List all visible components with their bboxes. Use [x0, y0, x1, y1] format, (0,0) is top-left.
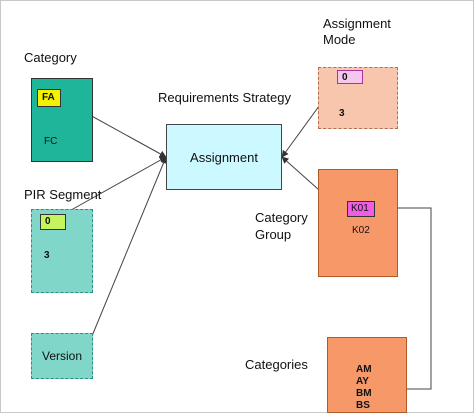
- pir-segment-box: 0 3: [31, 209, 93, 293]
- category-group-label-line2: Group: [255, 227, 292, 242]
- assignment-mode-tag: 0: [337, 70, 363, 84]
- categories-item-4: BS: [356, 400, 370, 411]
- categories-item-3: BM: [356, 388, 372, 399]
- categories-item-1: AM: [356, 364, 372, 375]
- pir-segment-value: 3: [44, 250, 50, 261]
- requirements-strategy-label: Requirements Strategy: [158, 90, 291, 105]
- assignment-box: Assignment: [166, 124, 282, 190]
- category-label: Category: [24, 50, 77, 65]
- connector-categories-group: [373, 204, 432, 390]
- version-text: Version: [41, 349, 83, 363]
- category-box: FA FC: [31, 78, 93, 162]
- category-tag: FA: [37, 89, 61, 107]
- categories-item-2: AY: [356, 376, 369, 387]
- categories-label: Categories: [245, 357, 308, 372]
- categories-box: AM AY BM BS: [327, 337, 407, 413]
- category-group-tag: K01: [347, 201, 375, 217]
- category-group-value: K02: [352, 225, 370, 236]
- category-value: FC: [44, 136, 58, 147]
- assignment-mode-value: 3: [339, 108, 345, 119]
- connector-version-assignment: [91, 156, 167, 337]
- category-group-label-line1: Category: [255, 210, 308, 225]
- connector-pir-assignment: [63, 156, 167, 215]
- version-box: Version: [31, 333, 93, 379]
- assignment-mode-box: 0 3: [318, 67, 398, 129]
- assignment-mode-label-line2: Mode: [323, 32, 356, 47]
- pir-segment-tag: 0: [40, 214, 66, 230]
- category-group-box: K01 K02: [318, 169, 398, 277]
- assignment-mode-label-line1: Assignment: [323, 16, 391, 31]
- assignment-text: Assignment: [190, 150, 258, 165]
- pir-segment-label: PIR Segment: [24, 187, 102, 202]
